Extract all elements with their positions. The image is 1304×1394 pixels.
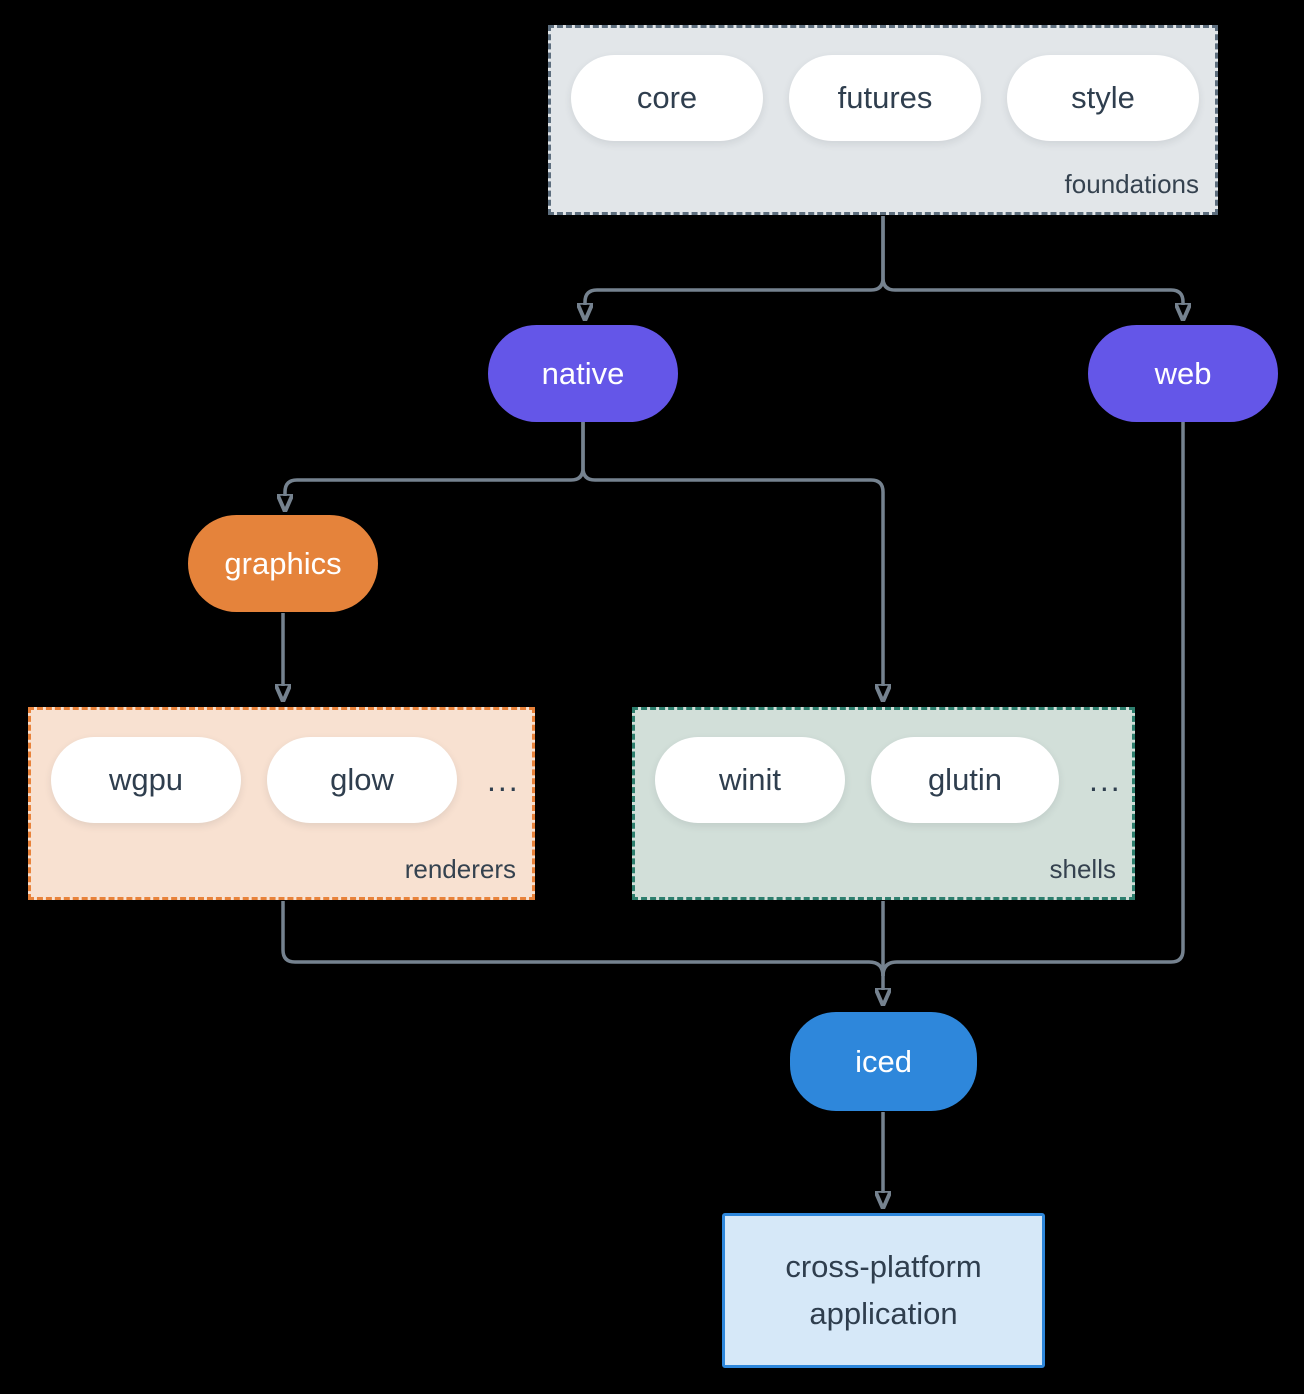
node-core-label: core — [636, 80, 698, 115]
edge-native-shells — [581, 422, 883, 686]
node-futures: futures — [789, 55, 981, 141]
shells-group: winit glutin ... shells — [632, 707, 1135, 900]
cross-platform-application-box: cross-platform application — [722, 1213, 1045, 1368]
node-native-label: native — [541, 355, 625, 391]
node-winit: winit — [655, 737, 845, 823]
edge-foundations-web — [881, 216, 1183, 305]
renderers-ellipsis: ... — [487, 761, 520, 798]
node-core: core — [571, 55, 763, 141]
node-winit-label: winit — [718, 762, 781, 797]
edge-renderers-iced — [281, 901, 885, 977]
shells-pills: winit glutin ... — [655, 737, 1122, 823]
node-wgpu: wgpu — [51, 737, 241, 823]
node-glow-label: glow — [330, 762, 394, 797]
renderers-group-label: renderers — [404, 854, 516, 884]
node-graphics-label: graphics — [224, 545, 342, 581]
foundations-group: core futures style foundations — [548, 25, 1218, 215]
node-iced: iced — [790, 1012, 977, 1111]
renderers-pills: wgpu glow ... — [51, 737, 520, 823]
shells-ellipsis: ... — [1089, 761, 1122, 798]
edge-native-graphics — [285, 422, 585, 496]
application-label-line2: application — [809, 1295, 958, 1331]
foundations-pills: core futures style — [571, 55, 1199, 141]
node-style: style — [1007, 55, 1199, 141]
application-label-line1: cross-platform — [785, 1249, 982, 1284]
node-native: native — [488, 325, 678, 422]
node-futures-label: futures — [837, 80, 933, 115]
shells-group-label: shells — [1049, 854, 1116, 884]
edge-foundations-native — [585, 216, 885, 305]
node-graphics: graphics — [188, 515, 378, 612]
node-style-label: style — [1071, 80, 1135, 115]
node-iced-label: iced — [855, 1043, 912, 1079]
node-glutin-label: glutin — [927, 762, 1003, 797]
foundations-group-label: foundations — [1064, 169, 1199, 199]
renderers-group: wgpu glow ... renderers — [28, 707, 535, 900]
node-wgpu-label: wgpu — [108, 762, 184, 797]
node-web-label: web — [1154, 355, 1212, 391]
node-glow: glow — [267, 737, 457, 823]
node-glutin: glutin — [871, 737, 1059, 823]
node-web: web — [1088, 325, 1278, 422]
